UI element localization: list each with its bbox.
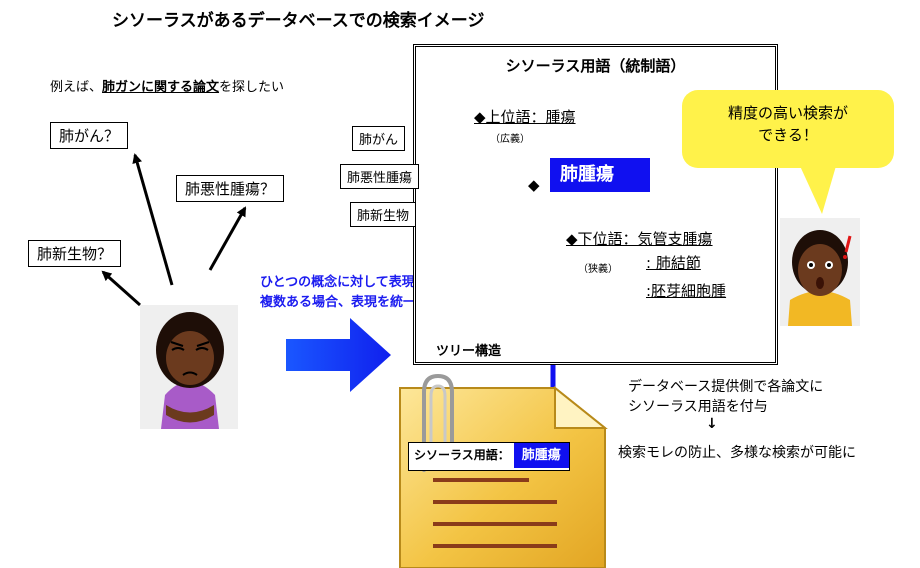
tree-structure-label: ツリー構造 xyxy=(436,344,502,359)
intro-text: 例えば、肺ガンに関する論文を探したい xyxy=(50,76,284,95)
unify-line-1: ひとつの概念に対して表現が xyxy=(260,275,428,290)
arrow-to-malignant xyxy=(208,206,247,271)
intro-prefix: 例えば、 xyxy=(50,80,103,95)
preferred-term: 肺腫瘍 xyxy=(550,158,650,192)
note-arrow: ↓ xyxy=(706,416,718,432)
speech-bubble: 精度の高い検索が できる！ xyxy=(682,90,894,168)
narrower-item-2: :胚芽細胞腫 xyxy=(646,282,727,300)
unify-line-2: 複数ある場合、表現を統一 xyxy=(260,295,417,310)
speech-bubble-tail xyxy=(800,166,836,214)
synonym-neoplasm: 肺新生物 xyxy=(350,202,417,227)
surprised-person-icon xyxy=(780,218,860,326)
intro-suffix: を探したい xyxy=(219,80,285,95)
center-marker: ◆ xyxy=(528,176,540,194)
narrower-note: （狭義） xyxy=(578,264,618,275)
broader-note: （広義） xyxy=(490,134,530,145)
thesaurus-title: シソーラス用語（統制語） xyxy=(505,57,686,75)
synonym-lung-cancer: 肺がん xyxy=(352,126,406,151)
arrow-to-lung-cancer xyxy=(132,153,174,286)
query-lung-cancer: 肺がん？ xyxy=(50,122,129,149)
query-malignant-tumor: 肺悪性腫瘍？ xyxy=(176,175,285,202)
big-blue-arrow xyxy=(286,318,391,392)
speech-line-1: 精度の高い検索が xyxy=(727,104,848,122)
document-thesaurus-tag: シソーラス用語：肺腫瘍 xyxy=(408,442,570,471)
broader-term: ◆上位語：腫瘍 xyxy=(474,108,576,126)
page-title: シソーラスがあるデータベースでの検索イメージ xyxy=(112,11,485,31)
document-folder-icon xyxy=(399,373,608,568)
note-line-3: 検索モレの防止、多様な検索が可能に xyxy=(618,445,856,461)
narrower-item-1: : 肺結節 xyxy=(646,254,701,272)
query-neoplasm: 肺新生物？ xyxy=(28,240,122,267)
note-line-1: データベース提供側で各論文に xyxy=(628,379,824,395)
synonym-malignant: 肺悪性腫瘍 xyxy=(340,164,420,189)
speech-line-2: できる！ xyxy=(758,126,818,144)
intro-emphasis: 肺ガンに関する論文 xyxy=(102,80,220,95)
note-line-2: シソーラス用語を付与 xyxy=(628,399,768,415)
narrower-term: ◆下位語：気管支腫瘍 xyxy=(566,230,713,248)
tag-label: シソーラス用語： xyxy=(414,448,510,462)
tag-value: 肺腫瘍 xyxy=(513,443,569,468)
worried-person-icon xyxy=(140,305,238,429)
arrow-to-neoplasm xyxy=(101,270,141,307)
